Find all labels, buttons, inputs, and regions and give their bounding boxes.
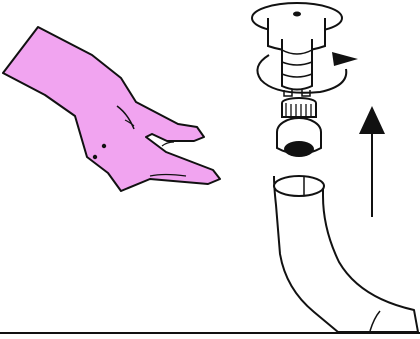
hand-icon [2,26,221,192]
up-arrow-icon [359,106,385,217]
removal-key-icon [251,2,343,97]
rotate-arrow-icon [256,52,358,94]
faucet-spout-icon [273,175,419,333]
aerator-icon [276,97,322,157]
